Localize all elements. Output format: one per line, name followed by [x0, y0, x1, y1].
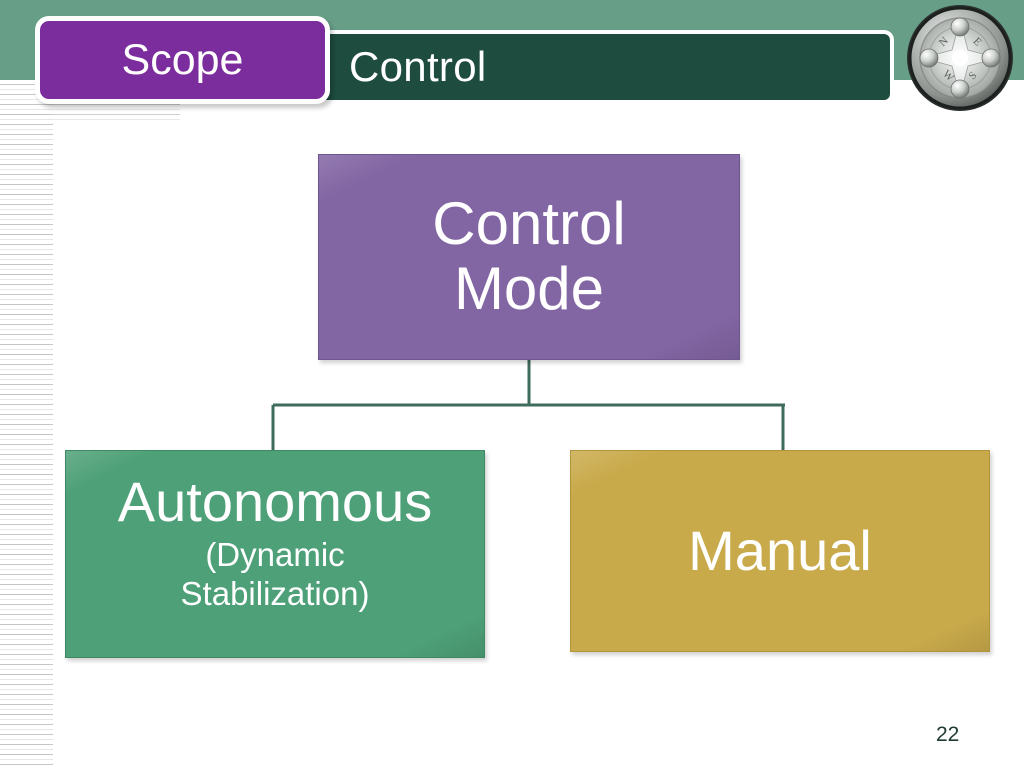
node-manual[interactable]: Manual	[570, 450, 990, 652]
node-control-mode-line2: Mode	[453, 255, 605, 322]
node-autonomous-subtitle-line2: Stabilization)	[180, 575, 370, 613]
edge-stripe-pattern	[0, 80, 53, 768]
node-autonomous-subtitle-line1: (Dynamic	[205, 536, 345, 574]
node-autonomous[interactable]: Autonomous (Dynamic Stabilization)	[65, 450, 485, 658]
tab-scope-label: Scope	[121, 35, 244, 84]
tab-scope[interactable]: Scope	[35, 16, 330, 104]
node-autonomous-title: Autonomous	[117, 470, 433, 533]
node-control-mode-line1: Control	[432, 190, 626, 258]
node-manual-title: Manual	[688, 519, 872, 583]
page-title: Control	[349, 43, 487, 90]
page-number: 22	[936, 723, 960, 746]
compass-rose-emblem-icon: N E S W	[907, 5, 1013, 111]
node-control-mode[interactable]: Control Mode	[318, 154, 740, 360]
